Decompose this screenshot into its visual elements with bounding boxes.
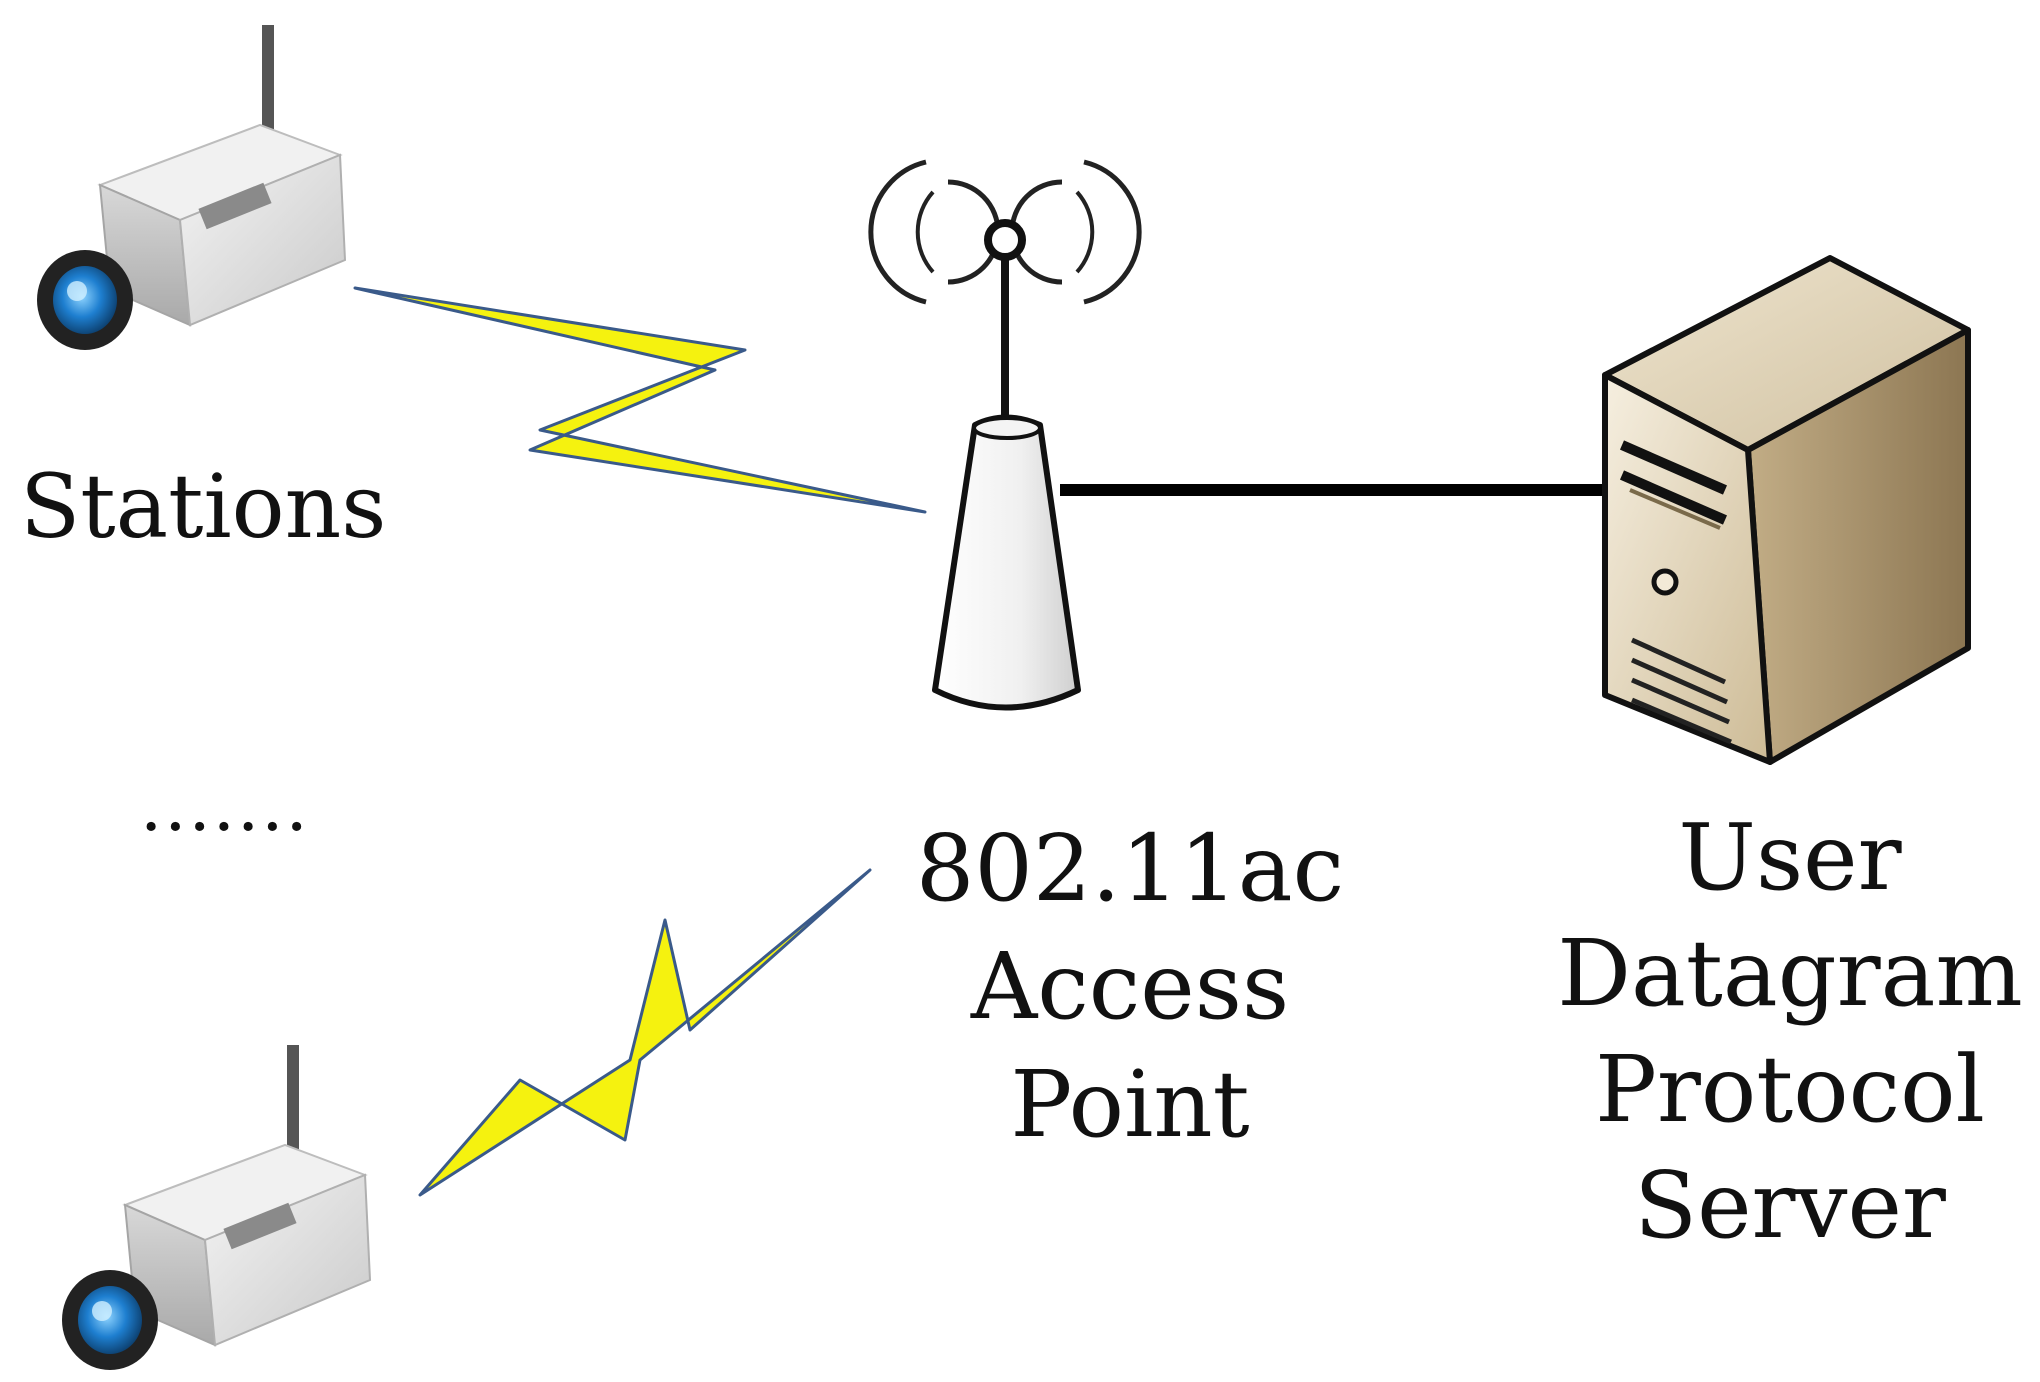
server-label-line: Server: [1634, 1152, 1946, 1259]
stations-label: Stations: [20, 455, 387, 558]
lightning-bolt-icon: [418, 868, 872, 1197]
tower-server-icon: [1602, 255, 1971, 765]
server-label-line: Protocol: [1595, 1036, 1985, 1143]
lightning-bolt-icon: [353, 286, 927, 514]
access-point-label-line: Access: [970, 933, 1290, 1040]
ip-camera-icon: [62, 1045, 372, 1370]
wireless-antenna-icon: [868, 159, 1142, 711]
server-label: User Datagram Protocol Server: [1520, 800, 2040, 1264]
access-point-label-line: 802.11ac: [915, 815, 1345, 922]
stations-ellipsis: .......: [140, 765, 310, 847]
access-point-label-line: Point: [1010, 1051, 1250, 1158]
server-label-line: User: [1678, 804, 1902, 911]
ip-camera-icon: [37, 25, 347, 350]
server-label-line: Datagram: [1557, 920, 2023, 1027]
access-point-label: 802.11ac Access Point: [880, 810, 1380, 1164]
